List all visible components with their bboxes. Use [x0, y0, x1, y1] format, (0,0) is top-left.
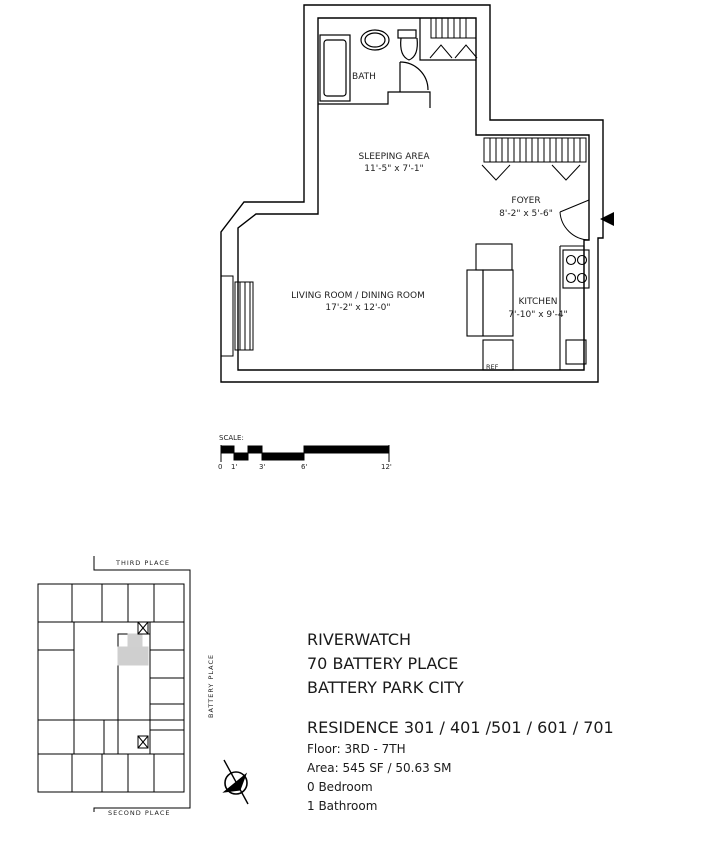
window	[220, 275, 254, 357]
kitchen-dims: 7'-10" x 9'-4"	[508, 310, 567, 320]
scale-bar	[220, 445, 390, 462]
key-plan	[37, 556, 191, 812]
scale-label: SCALE:	[219, 434, 244, 442]
sleeping-area-label: SLEEPING AREA	[358, 152, 430, 162]
compass-icon	[222, 759, 249, 805]
building-name: RIVERWATCH	[307, 630, 412, 649]
scale-tick-6: 6'	[301, 463, 307, 471]
closet-foyer	[481, 137, 587, 181]
residence-bedrooms: 0 Bedroom	[307, 780, 373, 794]
listing-info: RIVERWATCH 70 BATTERY PLACE BATTERY PARK…	[307, 628, 707, 816]
outer-wall	[220, 4, 604, 383]
foyer-label: FOYER	[511, 196, 540, 206]
battery-place-label: BATTERY PLACE	[207, 654, 215, 718]
entry-arrow-icon	[600, 212, 614, 226]
scale-tick-1: 1'	[231, 463, 237, 471]
kitchen-label: KITCHEN	[519, 297, 558, 307]
building-address: 70 BATTERY PLACE	[307, 654, 459, 673]
bath-fixtures	[318, 18, 476, 108]
closet-bath	[429, 17, 478, 59]
living-room-label: LIVING ROOM / DINING ROOM	[291, 291, 425, 301]
ref-label: REF	[486, 363, 499, 371]
residence-area: Area: 545 SF / 50.63 SM	[307, 761, 452, 775]
second-place-label: SECOND PLACE	[108, 809, 171, 817]
bath-label: BATH	[352, 72, 376, 82]
residence-floor: Floor: 3RD - 7TH	[307, 742, 406, 756]
living-room-dims: 17'-2" x 12'-0"	[325, 303, 390, 313]
residence-title: RESIDENCE 301 / 401 /501 / 601 / 701	[307, 718, 614, 737]
entry-door	[559, 199, 590, 241]
third-place-label: THIRD PLACE	[115, 559, 170, 567]
scale-tick-3: 3'	[259, 463, 265, 471]
scale-tick-12: 12'	[381, 463, 392, 471]
building-area: BATTERY PARK CITY	[307, 678, 464, 697]
sleeping-area-dims: 11'-5" x 7'-1"	[364, 164, 423, 174]
residence-bathrooms: 1 Bathroom	[307, 799, 378, 813]
foyer-dims: 8'-2" x 5'-6"	[499, 209, 553, 219]
scale-tick-0: 0	[218, 463, 222, 471]
kitchen-fixtures	[466, 243, 590, 371]
